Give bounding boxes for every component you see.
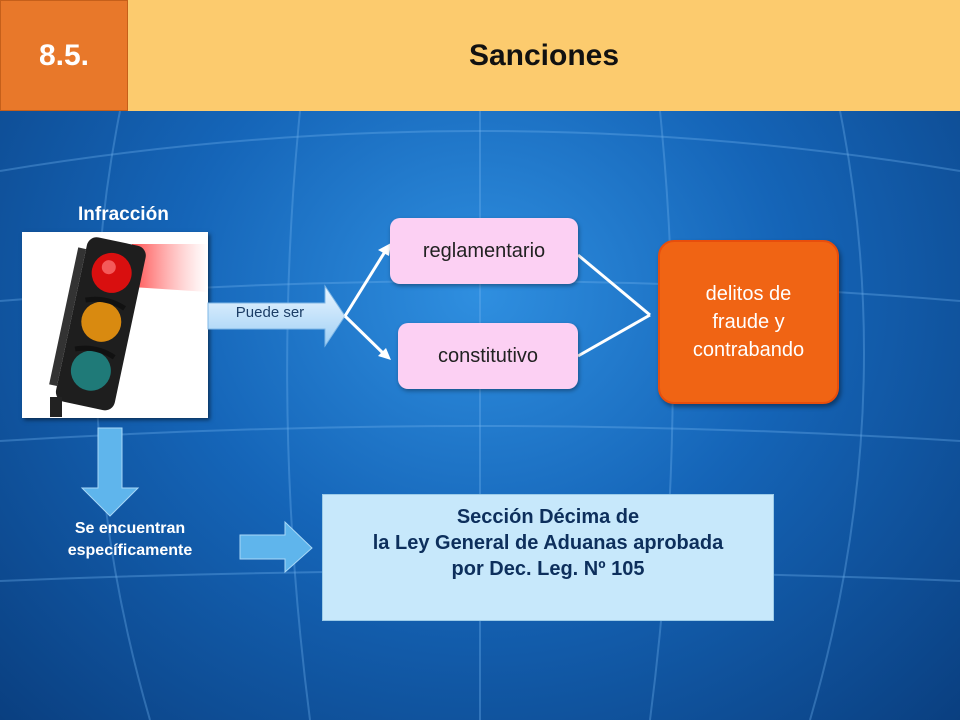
result-line: contrabando	[692, 339, 805, 361]
lower-label-line: específicamente	[67, 542, 193, 560]
traffic-light-photo	[22, 232, 208, 418]
section-number: 8.5.	[0, 0, 128, 111]
lower-label: Se encuentran específicamente	[40, 518, 220, 563]
down-arrow	[80, 427, 140, 517]
result-line: fraude y	[712, 311, 785, 333]
puede-ser-arrow	[207, 284, 346, 348]
puede-ser-label: Puede ser	[235, 304, 305, 321]
lower-label-line: Se encuentran	[74, 520, 186, 537]
infraction-label: Infracción	[78, 204, 169, 225]
option-reglamentario: reglamentario	[390, 218, 578, 284]
right-arrow	[239, 520, 313, 574]
option-constitutivo: constitutivo	[398, 323, 578, 389]
result-box: delitos de fraude y contrabando	[658, 240, 839, 404]
section-line: la Ley General de Aduanas aprobada	[372, 532, 724, 554]
section-line: por Dec. Leg. Nº 105	[451, 558, 645, 580]
page-title: Sanciones	[128, 0, 960, 111]
result-line: delitos de	[705, 283, 792, 305]
section-line: Sección Décima de	[456, 506, 640, 528]
branch-lines	[343, 249, 651, 358]
traffic-light-icon	[49, 237, 208, 417]
legal-reference-box: Sección Décima de la Ley General de Adua…	[322, 494, 774, 621]
